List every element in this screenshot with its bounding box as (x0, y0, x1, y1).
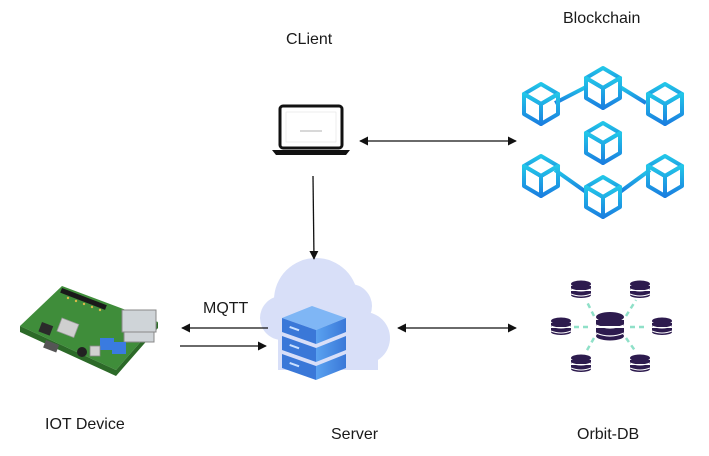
mqtt-label: MQTT (203, 300, 249, 317)
cloud-server-icon (260, 258, 390, 380)
laptop-icon (272, 104, 350, 155)
client-server-arrow (309, 175, 319, 260)
iot-device-label: IOT Device (45, 416, 125, 433)
orbit-db-label: Orbit-DB (577, 426, 640, 443)
blockchain-cubes-icon (522, 66, 684, 219)
raspberry-pi-board-icon (20, 286, 158, 376)
client-label: CLient (286, 31, 333, 48)
blockchain-label: Blockchain (563, 10, 641, 27)
server-label: Server (331, 426, 379, 443)
distributed-database-icon (550, 280, 673, 373)
